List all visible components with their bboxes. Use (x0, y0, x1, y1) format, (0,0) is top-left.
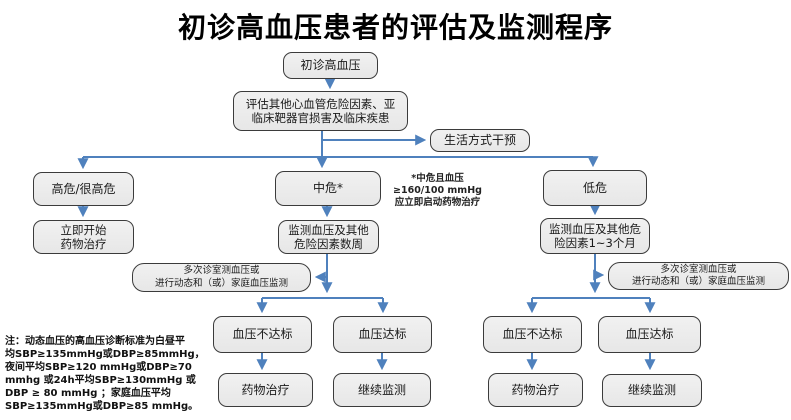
node-label: 药物治疗 (241, 382, 290, 397)
node-label: 继续监测 (357, 382, 406, 397)
node-bp-not-reached-low: 血压不达标 (483, 316, 582, 353)
node-label-line1: 多次诊室测血压或 (183, 265, 260, 277)
node-assess-risk-factors: 评估其他心血管危险因素、亚 临床靶器官损害及临床疾患 (233, 91, 408, 131)
node-label-line1: 多次诊室测血压或 (660, 263, 737, 275)
node-label-line2: 进行动态和（或）家庭血压监测 (631, 276, 765, 287)
node-office-bp-measure-low: 多次诊室测血压或 进行动态和（或）家庭血压监测 (608, 262, 789, 290)
node-label-line2: 危险因素数周 (294, 237, 363, 251)
node-label-line2: 进行动态和（或）家庭血压监测 (154, 277, 288, 289)
node-label: 生活方式干预 (443, 133, 516, 147)
node-label: 药物治疗 (511, 382, 560, 397)
footnote-line5: DBP ≥ 80 mmHg ；家庭血压平均 (5, 388, 171, 399)
node-label-line1: 监测血压及其他 (288, 222, 369, 237)
node-label-line1: 监测血压及其他危 (549, 221, 641, 236)
node-label: 继续监测 (627, 383, 676, 397)
node-label: 血压达标 (625, 327, 674, 341)
node-immediate-drug-therapy: 立即开始 药物治疗 (33, 220, 134, 254)
node-high-risk: 高危/很高危 (33, 172, 134, 206)
sidenote-line1: *中危且血压 (411, 173, 464, 184)
node-medium-risk: 中危* (275, 171, 381, 206)
node-drug-therapy-mid: 药物治疗 (218, 373, 313, 407)
sidenote-line2: ≥160/100 mmHg (393, 184, 482, 196)
footnote-line3: 夜间平均SBP≥120 mmHg或DBP≥70 (5, 362, 192, 373)
node-monitor-weeks: 监测血压及其他 危险因素数周 (278, 220, 379, 254)
node-label: 血压达标 (358, 327, 407, 341)
node-drug-therapy-low: 药物治疗 (488, 373, 583, 407)
node-label: 初诊高血压 (300, 58, 361, 72)
node-label-line2: 临床靶器官损害及临床疾患 (251, 111, 390, 125)
node-lifestyle-intervention: 生活方式干预 (430, 129, 530, 152)
footnote-line6: SBP≥135mmHg或DBP≥85 mmHg。 (5, 401, 199, 412)
node-label-line2: 药物治疗 (60, 237, 107, 251)
node-label-line1: 评估其他心血管危险因素、亚 (245, 96, 396, 111)
node-label-line2: 险因素1~3个月 (554, 236, 636, 250)
node-office-bp-measure-mid: 多次诊室测血压或 进行动态和（或）家庭血压监测 (132, 263, 311, 292)
sidenote-line3: 应立即启动药物治疗 (394, 196, 481, 208)
node-label: 血压不达标 (502, 327, 563, 341)
node-monitor-1-3-months: 监测血压及其他危 险因素1~3个月 (540, 218, 650, 254)
node-continue-monitoring-low: 继续监测 (602, 374, 702, 407)
node-bp-reached-mid: 血压达标 (333, 316, 432, 353)
page-title: 初诊高血压患者的评估及监测程序 (177, 11, 613, 44)
node-label: 低危 (582, 180, 607, 195)
ambulatory-bp-diagnostic-note: 注：动态血压的高血压诊断标准为白昼平 均SBP≥135mmHg或DBP≥85mm… (5, 335, 230, 413)
node-continue-monitoring-mid: 继续监测 (333, 373, 431, 407)
node-low-risk: 低危 (543, 170, 647, 206)
node-label: 血压不达标 (232, 327, 293, 341)
footnote-line1: 注：动态血压的高血压诊断标准为白昼平 (5, 336, 185, 347)
node-label-line1: 立即开始 (60, 222, 107, 237)
footnote-line4: mmhg 或24h平均SBP≥130mmHg 或 (5, 375, 196, 386)
node-label: 高危/很高危 (51, 181, 116, 196)
node-label: 中危* (312, 181, 343, 195)
node-bp-reached-low: 血压达标 (598, 316, 701, 353)
medium-risk-footnote: *中危且血压 ≥160/100 mmHg 应立即启动药物治疗 (385, 173, 490, 209)
footnote-line2: 均SBP≥135mmHg或DBP≥85mmHg， (5, 349, 205, 360)
node-initial-hypertension: 初诊高血压 (283, 52, 378, 79)
node-bp-not-reached-mid: 血压不达标 (213, 316, 312, 353)
